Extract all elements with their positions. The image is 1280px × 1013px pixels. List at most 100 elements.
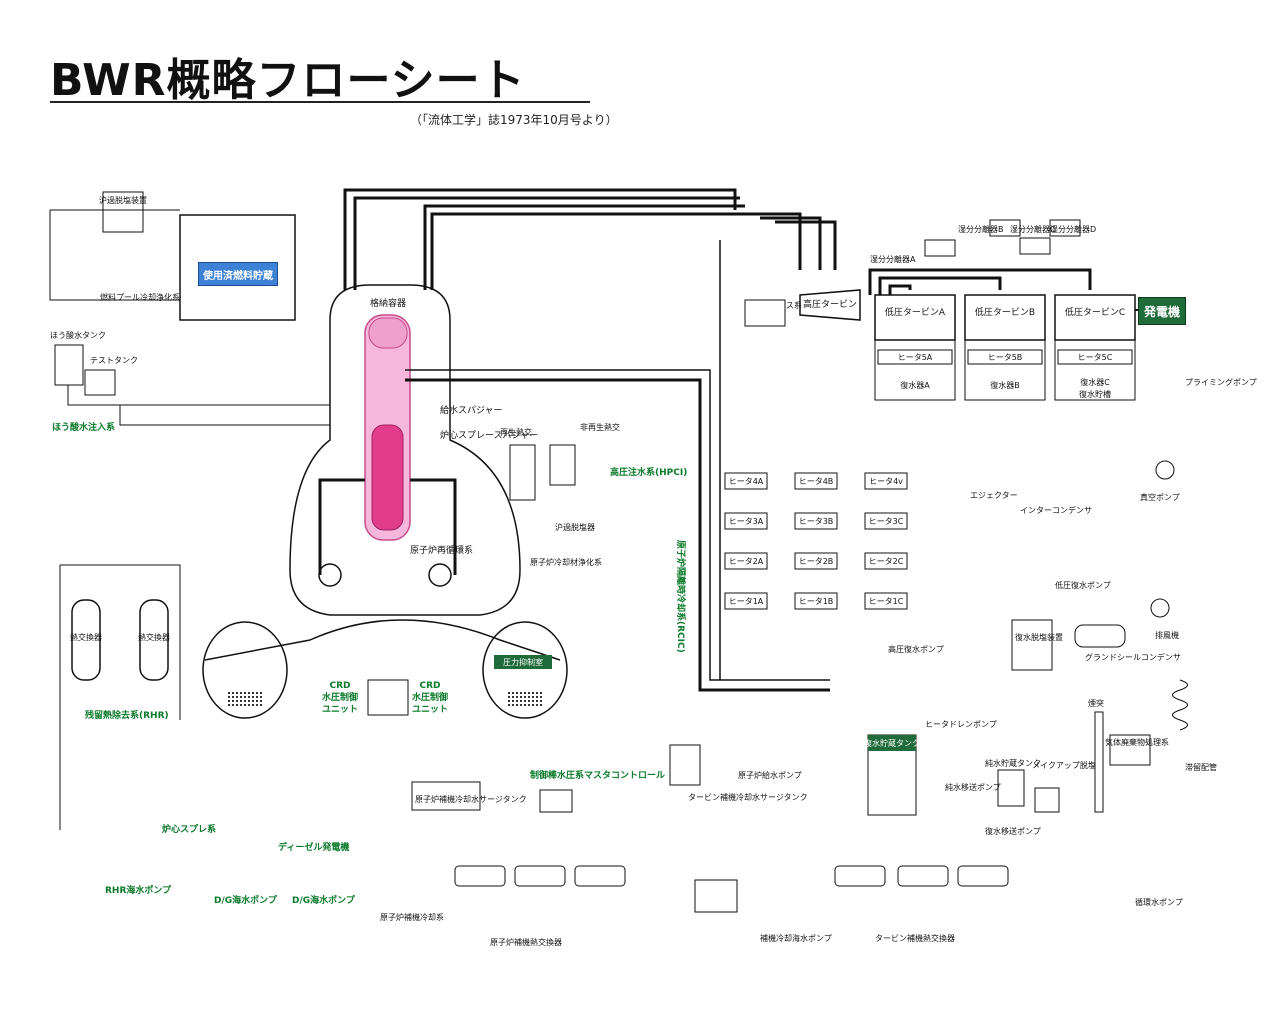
regen-hx-label: 再生熱交	[500, 427, 532, 437]
recirc-pump-left	[318, 563, 342, 587]
test-tank	[84, 369, 116, 396]
core-spray-sparger-label: 炉心スプレースパジャー	[440, 429, 538, 441]
condenser-c-label: 復水器C	[1080, 377, 1110, 387]
suppression-pool-label-box	[494, 655, 552, 669]
heater-3a-label: ヒータ3A	[729, 517, 764, 526]
dg-pump-left-label: D/G海水ポンプ	[214, 894, 278, 906]
heater-3c-label: ヒータ3C	[869, 517, 904, 526]
rhr-hx-right-label: 熱交換器	[138, 632, 170, 642]
crd-left-2: ユニット	[322, 704, 358, 715]
crd-right-2: ユニット	[412, 704, 448, 715]
vacuum-pump	[1155, 460, 1175, 480]
heater-4c-label: ヒータ4v	[869, 477, 903, 486]
delay-pipe-label: 滞留配管	[1185, 762, 1217, 772]
turbine-aux-surge-label: タービン補機冷却水サージタンク	[688, 792, 808, 802]
ejector-label: エジェクター	[970, 491, 1018, 500]
heater-4a-label: ヒータ4A	[729, 477, 764, 486]
priming-pump-label: プライミングポンプ	[1185, 377, 1257, 387]
circ-pump-label: 循環水ポンプ	[1135, 897, 1183, 907]
lp-turbine-c-label: 低圧タービンC	[1065, 306, 1125, 318]
nonregen-hx-label: 非再生熱交	[580, 422, 620, 432]
filter-demin-box	[102, 191, 144, 233]
transfer-pump-label: 純水移送ポンプ	[945, 782, 1001, 792]
heater-2a-label: ヒータ2A	[729, 557, 764, 566]
boric-tank	[54, 344, 84, 386]
condensate-tank-label: 復水貯蔵タンク	[864, 738, 920, 748]
heater-drain-pump-label: ヒータドレンポンプ	[925, 720, 997, 729]
makeup-demin-label: メイクアップ脱塩器	[1032, 760, 1104, 770]
vacuum-pump-label: 真空ポンプ	[1140, 492, 1180, 502]
exhaust-fan-label: 排風機	[1155, 630, 1179, 640]
moisture-sep-a-label: 湿分分離器A	[870, 254, 916, 264]
lp-turbine-b-label: 低圧タービンB	[975, 306, 1035, 318]
heater-5b-label: ヒータ5B	[988, 353, 1023, 362]
filter-demin2-label: 沪過脱塩器	[555, 522, 595, 532]
crd-left-1: 水圧制御	[322, 691, 358, 703]
filter-demin-label: 沪過脱塩装置	[99, 195, 147, 205]
spent-fuel-label: 使用済燃料貯蔵	[198, 262, 278, 286]
turbine-aux-hx-label: タービン補機熱交換器	[875, 933, 955, 943]
generator-box: 発電機	[1138, 297, 1186, 325]
heater-5c-label: ヒータ5C	[1078, 353, 1113, 362]
reactor-aux-hx-label: 原子炉補機熱交換器	[490, 937, 562, 947]
reactor-feed-pump-label: 原子炉給水ポンプ	[738, 770, 802, 780]
rhr-hx-left	[71, 599, 101, 681]
crd-left-0: CRD	[329, 681, 350, 691]
heater-1a	[724, 592, 768, 610]
moisture-sep-c-label: 湿分分離器C	[1010, 224, 1056, 234]
source-note: （「流体工学」誌1973年10月号より）	[410, 113, 618, 127]
main-steam-lines	[343, 188, 837, 290]
rhr-hx-left-label: 熱交換器	[70, 632, 102, 642]
reactor-aux-cooling-label: 原子炉補機冷却系	[380, 912, 444, 922]
waste-gas-label: 気体廃棄物処理系	[1105, 737, 1169, 747]
heater-4b	[794, 472, 838, 490]
lp-turbine-c	[1054, 294, 1136, 341]
pure-water-label: 純水貯蔵タンク	[985, 758, 1041, 768]
recirc-pump-right	[428, 563, 452, 587]
feedwater-line-2	[405, 369, 830, 681]
suppression-torus-link	[204, 619, 561, 661]
heater-3b-label: ヒータ3B	[799, 517, 834, 526]
stack-label: 煙突	[1088, 698, 1104, 708]
dg-pump-right-label: D/G海水ポンプ	[292, 894, 356, 906]
moisture-sep-b-label: 湿分分離器B	[958, 224, 1004, 234]
containment-label: 格納容器	[370, 297, 406, 309]
crd-right-1: 水圧制御	[412, 691, 448, 703]
crossover-lines	[868, 268, 1092, 300]
reactor-head	[368, 317, 408, 349]
downcomer-vents-left	[228, 690, 262, 706]
inter-condenser-label: インターコンデンサ	[1020, 505, 1092, 515]
suppression-chamber-left	[202, 621, 288, 719]
heater-4a	[724, 472, 768, 490]
downcomer-vents-right	[508, 690, 542, 706]
cleanup-label: 原子炉冷却材浄化系	[530, 557, 602, 567]
hpci-label: 高圧注水系(HPCI)	[610, 466, 687, 478]
containment-vessel	[289, 284, 521, 616]
crd-master-label: 制御棒水圧系マスタコントロール	[530, 769, 665, 781]
feedwater-sparger-label: 給水スパジャー	[440, 404, 503, 416]
reactor-aux-surge-label: 原子炉補機冷却水サージタンク	[415, 794, 527, 804]
recirc-loop-right	[410, 478, 457, 575]
hp-turbine-label: 高圧タービン	[803, 298, 857, 310]
heater-2a	[724, 552, 768, 570]
recirc-loop-left	[318, 478, 365, 575]
boric-tank-label: ほう酸水タンク	[50, 330, 106, 340]
reactor-recirc-label: 原子炉再循環系	[410, 544, 473, 556]
rcic-label: 原子炉隔離時冷却系(RCIC)	[675, 540, 687, 653]
moisture-sep-c	[1019, 237, 1051, 255]
fuel-pool-cooling-label: 燃料プール冷却浄化系	[100, 292, 180, 302]
heater-1c-label: ヒータ1C	[869, 597, 904, 606]
test-tank-label: テストタンク	[90, 356, 138, 365]
heater-2c-label: ヒータ2C	[869, 557, 904, 566]
heater-2c	[864, 552, 908, 570]
heater-1a-label: ヒータ1A	[729, 597, 764, 606]
heater-1c	[864, 592, 908, 610]
suppression-chamber-right	[482, 621, 568, 719]
heater-5a-label: ヒータ5A	[898, 353, 933, 362]
condenser-a-label: 復水器A	[900, 380, 930, 390]
bottom-hx	[454, 865, 1009, 913]
aux-sw-pump-label: 補機冷却海水ポンプ	[760, 933, 832, 943]
moisture-sep-a	[924, 239, 956, 257]
